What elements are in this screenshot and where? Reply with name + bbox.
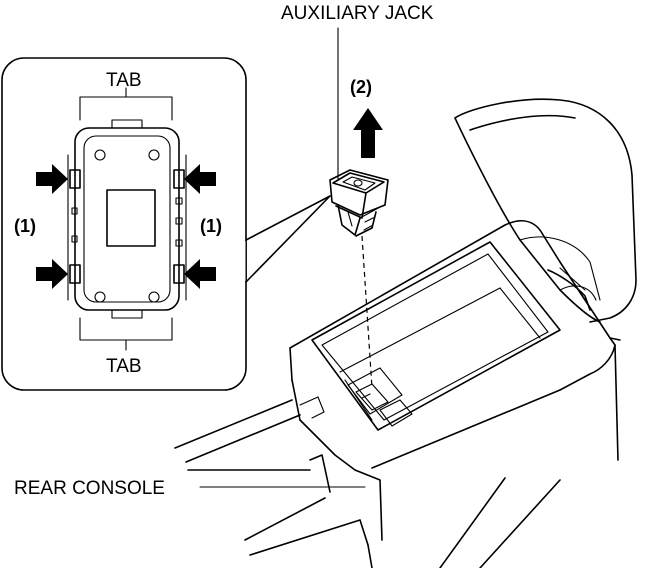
step-1-right-label: (1) [200,216,222,236]
tab-bottom-label: TAB [106,356,142,377]
installation-guide-line [361,235,373,389]
arrow-right-icon [36,259,68,289]
step-1-left-label: (1) [14,216,36,236]
arrow-left-icon [184,164,216,194]
auxiliary-jack-part [329,169,389,237]
arrow-up-icon [353,108,383,158]
step-2-label: (2) [350,77,372,97]
arrow-right-icon [36,164,68,194]
arrow-left-icon [184,259,216,289]
tab-top-label: TAB [106,70,142,91]
rear-console-label: REAR CONSOLE [14,478,165,499]
rear-console-drawing [174,98,637,568]
inset-detail [1,57,331,391]
auxiliary-jack-label: AUXILIARY JACK [281,3,434,24]
